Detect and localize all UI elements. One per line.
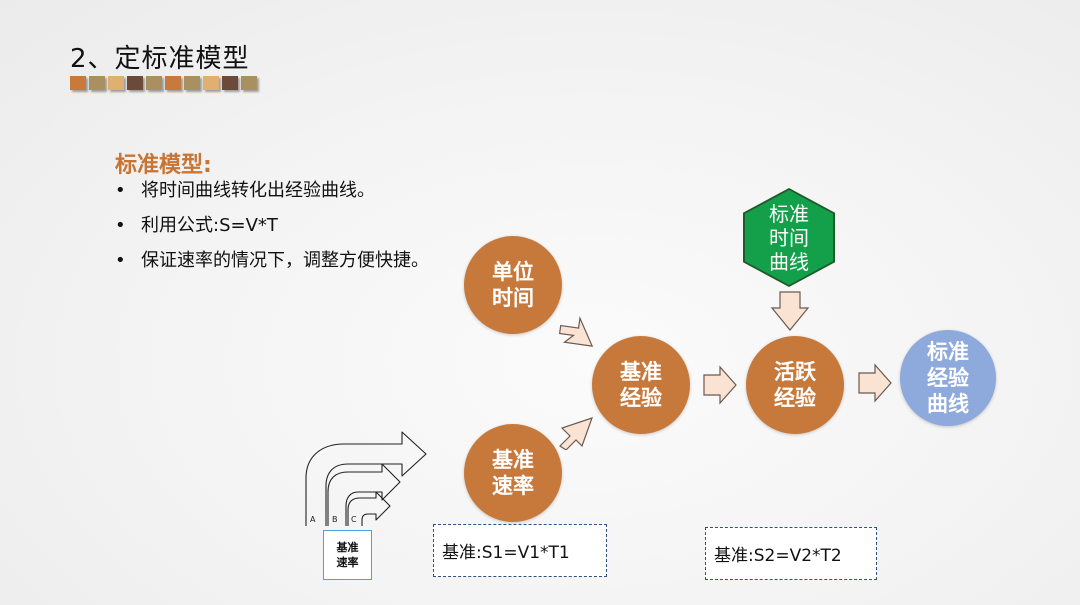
bullet-item: • 利用公式:S=V*T — [115, 213, 445, 238]
color-swatch — [89, 76, 105, 90]
bullet-text: 保证速率的情况下，调整方便快捷。 — [141, 250, 429, 271]
page-title: 2、定标准模型 — [70, 44, 250, 74]
unit-time-label: 单位时间 — [492, 260, 534, 310]
std-time-curve-label: 标准时间曲线 — [769, 201, 809, 274]
bullet-text: 将时间曲线转化出经验曲线。 — [141, 180, 375, 201]
color-swatch — [127, 76, 143, 90]
std-exp-curve-node: 标准经验曲线 — [900, 330, 996, 426]
bullet-dot: • — [115, 250, 126, 271]
curved-arrows-sketch: A B C — [305, 431, 427, 526]
base-exp-node: 基准经验 — [592, 336, 690, 434]
color-swatch — [203, 76, 219, 90]
color-swatch — [165, 76, 181, 90]
color-swatch — [146, 76, 162, 90]
color-swatch — [222, 76, 238, 90]
base-rate-node: 基准速率 — [464, 424, 562, 522]
color-swatch — [70, 76, 86, 90]
color-swatch — [184, 76, 200, 90]
base-exp-label: 基准经验 — [620, 360, 662, 410]
color-swatch-bar — [70, 76, 257, 90]
arrow-icon — [558, 315, 594, 347]
active-exp-node: 活跃经验 — [746, 336, 844, 434]
active-exp-label: 活跃经验 — [774, 360, 816, 410]
color-swatch — [241, 76, 257, 90]
sketch-letter-a: A — [310, 515, 316, 524]
bullet-text: 利用公式:S=V*T — [141, 215, 278, 236]
bullet-item: • 保证速率的情况下，调整方便快捷。 — [115, 248, 445, 273]
formula-text-1: 基准:S1=V1*T1 — [442, 543, 570, 563]
base-rate-box: 基准速率 — [323, 530, 372, 580]
std-exp-curve-label: 标准经验曲线 — [927, 340, 969, 416]
formula-box-1: 基准:S1=V1*T1 — [433, 524, 607, 577]
sketch-letter-c: C — [351, 515, 357, 524]
bullet-item: • 将时间曲线转化出经验曲线。 — [115, 178, 445, 203]
unit-time-node: 单位时间 — [464, 236, 562, 334]
arrow-icon — [703, 365, 737, 405]
bullet-list: • 将时间曲线转化出经验曲线。 • 利用公式:S=V*T • 保证速率的情况下，调整方… — [115, 178, 445, 283]
std-time-curve-node: 标准时间曲线 — [745, 190, 833, 285]
formula-box-2: 基准:S2=V2*T2 — [705, 527, 877, 580]
color-swatch — [108, 76, 124, 90]
arrow-icon — [770, 291, 810, 331]
arrow-icon — [559, 417, 593, 450]
bullet-dot: • — [115, 180, 126, 201]
sketch-letter-b: B — [332, 515, 338, 524]
arrow-icon — [858, 363, 892, 403]
bullet-dot: • — [115, 215, 126, 236]
base-rate-label: 基准速率 — [492, 448, 534, 498]
model-heading: 标准模型: — [115, 153, 212, 178]
formula-text-2: 基准:S2=V2*T2 — [714, 546, 842, 566]
base-rate-box-label: 基准速率 — [336, 541, 359, 569]
